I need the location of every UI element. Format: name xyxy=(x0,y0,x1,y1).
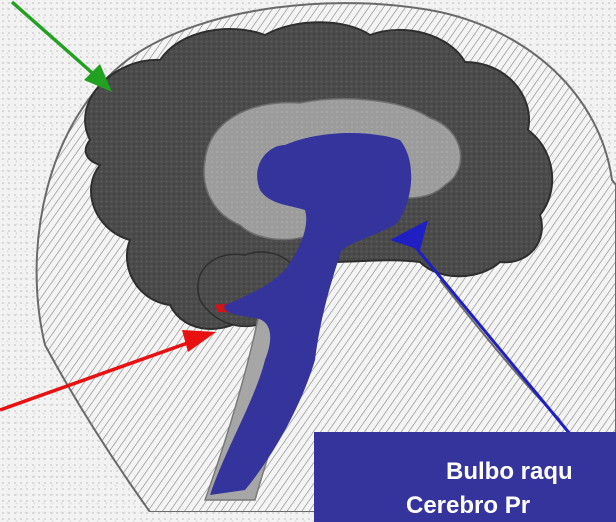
green-arrow xyxy=(12,2,112,92)
caption-box: Bulbo raqu Cerebro Pr xyxy=(314,432,616,522)
caption-line-2: Cerebro Pr xyxy=(406,492,530,520)
caption-line-1: Bulbo raqu xyxy=(446,458,573,486)
